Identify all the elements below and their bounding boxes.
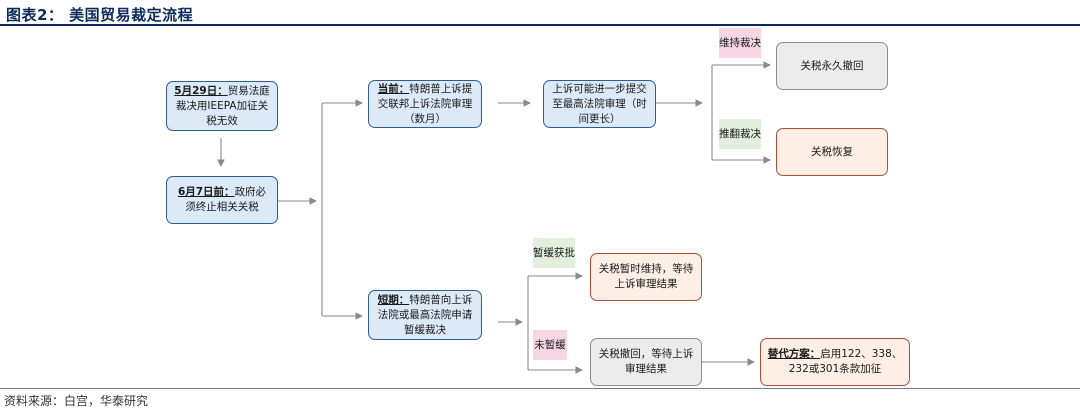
- node-jun7-text: 政府必须终止相关关税: [185, 186, 267, 213]
- node-tariff-withdrawn: 关税撤回，等待上诉审理结果: [590, 338, 702, 386]
- node-alt-lead: 替代方案：: [767, 348, 821, 360]
- node-may29-text: 贸易法庭裁决用IEEPA加征关税无效: [175, 84, 270, 127]
- node-short-term-stay: 短期：特朗普向上诉法院或最高法院申请暂缓裁决: [368, 290, 482, 340]
- node-tariff-restore: 关税恢复: [776, 128, 888, 176]
- tag-uphold-ruling: 维持裁决: [719, 28, 761, 58]
- title-divider: [0, 24, 1080, 26]
- tag-stay-denied: 未暂缓: [533, 330, 567, 360]
- node-jun7-deadline: 6月7日前：政府必须终止相关关税: [166, 176, 278, 224]
- node-supreme-court: 上诉可能进一步提交至最高法院审理（时间更长）: [543, 80, 656, 128]
- node-alternative-plan: 替代方案：启用122、338、232或301条款加征: [760, 338, 910, 386]
- node-withdraw-text: 关税撤回，等待上诉审理结果: [598, 348, 694, 375]
- node-may29-lead: 5月29日：: [174, 84, 228, 97]
- node-revoke-text: 关税永久撤回: [800, 59, 864, 72]
- figure-title: 图表2： 美国贸易裁定流程: [6, 6, 194, 24]
- node-may29-ruling: 5月29日：贸易法庭裁决用IEEPA加征关税无效: [166, 81, 278, 131]
- node-tariff-permanent-revoke: 关税永久撤回: [776, 42, 888, 90]
- node-short-text: 特朗普向上诉法院或最高法院申请暂缓裁决: [377, 293, 473, 336]
- node-jun7-lead: 6月7日前：: [177, 186, 235, 198]
- node-current-text: 特朗普上诉提交联邦上诉法院审理（数月）: [377, 82, 473, 125]
- tag-overturn-ruling: 推翻裁决: [719, 119, 761, 149]
- node-keep-text: 关税暂时维持，等待上诉审理结果: [598, 263, 694, 290]
- source-note: 资料来源：白宫，华泰研究: [4, 394, 149, 408]
- node-supreme-text: 上诉可能进一步提交至最高法院审理（时间更长）: [552, 82, 647, 125]
- node-current-lead: 当前：: [377, 82, 410, 95]
- node-short-lead: 短期：: [377, 293, 410, 306]
- tag-stay-granted: 暂缓获批: [533, 238, 575, 268]
- node-alt-text: 启用122、338、232或301条款加征: [788, 348, 903, 375]
- node-current-appeal: 当前：特朗普上诉提交联邦上诉法院审理（数月）: [368, 80, 482, 128]
- node-tariff-temporarily-kept: 关税暂时维持，等待上诉审理结果: [590, 253, 702, 301]
- node-restore-text: 关税恢复: [811, 145, 853, 158]
- source-divider: [0, 388, 1080, 389]
